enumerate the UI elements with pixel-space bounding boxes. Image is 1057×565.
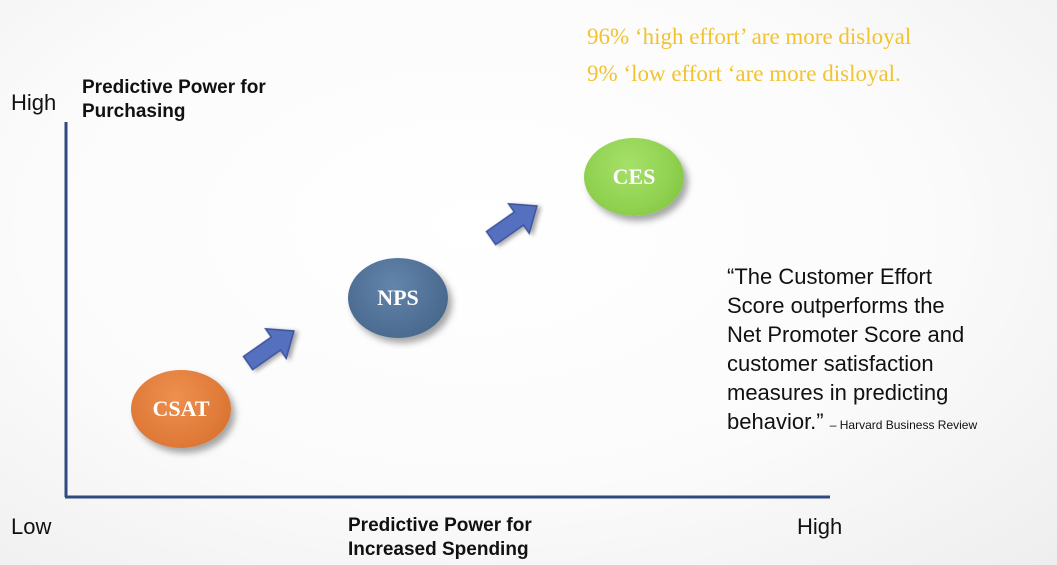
quote-line6-text: behavior.” xyxy=(727,409,830,434)
x-axis-title-line2: Increased Spending xyxy=(348,539,529,560)
quote-line1: “The Customer Effort xyxy=(727,264,932,289)
stat-low-effort: 9% ‘low effort ‘are more disloyal. xyxy=(587,61,901,86)
quote-line2: Score outperforms the xyxy=(727,293,945,318)
y-axis-title: Predictive Power for Purchasing xyxy=(82,76,266,124)
quote-line4: customer satisfaction xyxy=(727,351,934,376)
x-axis-title: Predictive Power for Increased Spending xyxy=(348,514,532,562)
quote-line5: measures in predicting xyxy=(727,380,949,405)
y-axis-high-label: High xyxy=(11,90,57,115)
x-axis-low-label: Low xyxy=(11,514,52,539)
arrow-nps-to-ces xyxy=(485,202,538,246)
csat-node: CSAT xyxy=(131,370,231,448)
y-axis-title-line1: Predictive Power for xyxy=(82,77,266,98)
arrow-csat-to-nps xyxy=(242,327,295,371)
x-axis-title-line1: Predictive Power for xyxy=(348,515,532,536)
quote-source: – Harvard Business Review xyxy=(829,418,978,432)
stat-high-effort: 96% ‘high effort’ are more disloyal xyxy=(587,24,912,49)
nps-node: NPS xyxy=(348,258,448,338)
ces-node: CES xyxy=(584,138,684,216)
y-axis-title-line2: Purchasing xyxy=(82,101,186,122)
x-axis-high-label: High xyxy=(797,514,843,539)
hbr-quote: “The Customer Effort Score outperforms t… xyxy=(727,262,977,440)
quote-line3: Net Promoter Score and xyxy=(727,322,965,347)
quote-line6: behavior.” – Harvard Business Review xyxy=(727,407,977,440)
